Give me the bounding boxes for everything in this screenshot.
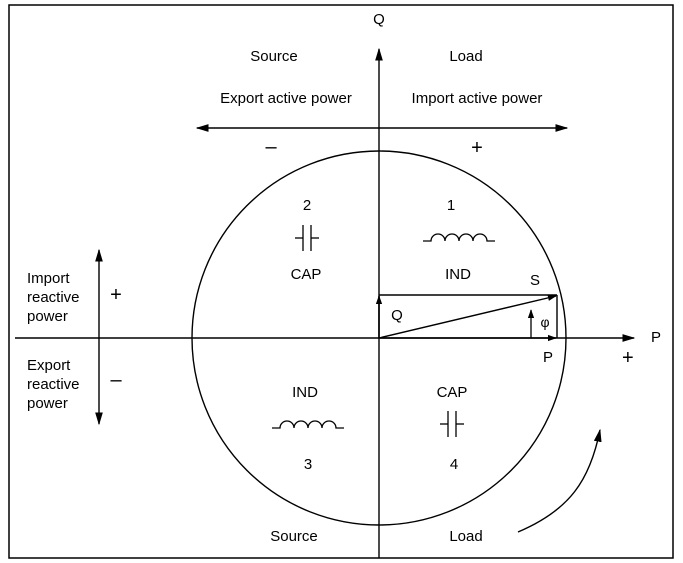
bottom-source-label: Source bbox=[270, 528, 318, 545]
s-vector bbox=[378, 294, 557, 339]
q-axis-label: Q bbox=[373, 11, 385, 28]
export-reactive-line3: power bbox=[27, 395, 68, 412]
capacitor-icon bbox=[440, 411, 464, 437]
quadrant-3-type: IND bbox=[292, 384, 318, 401]
reactive-plus-sign: + bbox=[110, 284, 122, 306]
rotation-arrow bbox=[517, 428, 602, 533]
export-active-power-label: Export active power bbox=[220, 90, 352, 107]
phi-angle-label: φ bbox=[540, 314, 549, 330]
quadrant-1-number: 1 bbox=[447, 197, 455, 214]
q-vector-label: Q bbox=[391, 307, 403, 324]
quadrant-2-number: 2 bbox=[303, 197, 311, 214]
active-plus-sign: + bbox=[471, 137, 483, 159]
inductor-icon bbox=[423, 233, 495, 242]
inductor-icon bbox=[272, 420, 344, 429]
active-minus-sign: – bbox=[265, 136, 277, 158]
diagram-frame bbox=[8, 4, 674, 559]
import-reactive-line1: Import bbox=[27, 270, 70, 287]
quadrant-1-type: IND bbox=[445, 266, 471, 283]
export-reactive-line2: reactive bbox=[27, 376, 80, 393]
import-active-power-label: Import active power bbox=[412, 90, 543, 107]
top-load-label: Load bbox=[449, 48, 482, 65]
quadrant-3-number: 3 bbox=[304, 456, 312, 473]
s-vector-label: S bbox=[530, 272, 540, 289]
p-axis-label: P bbox=[651, 329, 661, 346]
quadrant-2-type: CAP bbox=[291, 266, 322, 283]
quadrant-4-type: CAP bbox=[437, 384, 468, 401]
quadrant-4-number: 4 bbox=[450, 456, 458, 473]
top-source-label: Source bbox=[250, 48, 298, 65]
export-reactive-line1: Export bbox=[27, 357, 71, 374]
import-reactive-line2: reactive bbox=[27, 289, 80, 306]
p-vector-label: P bbox=[543, 349, 553, 366]
capacitor-icon bbox=[295, 225, 319, 251]
import-reactive-line3: power bbox=[27, 308, 68, 325]
bottom-load-label: Load bbox=[449, 528, 482, 545]
p-plus-sign: + bbox=[622, 347, 634, 369]
reactive-minus-sign: – bbox=[110, 369, 122, 391]
